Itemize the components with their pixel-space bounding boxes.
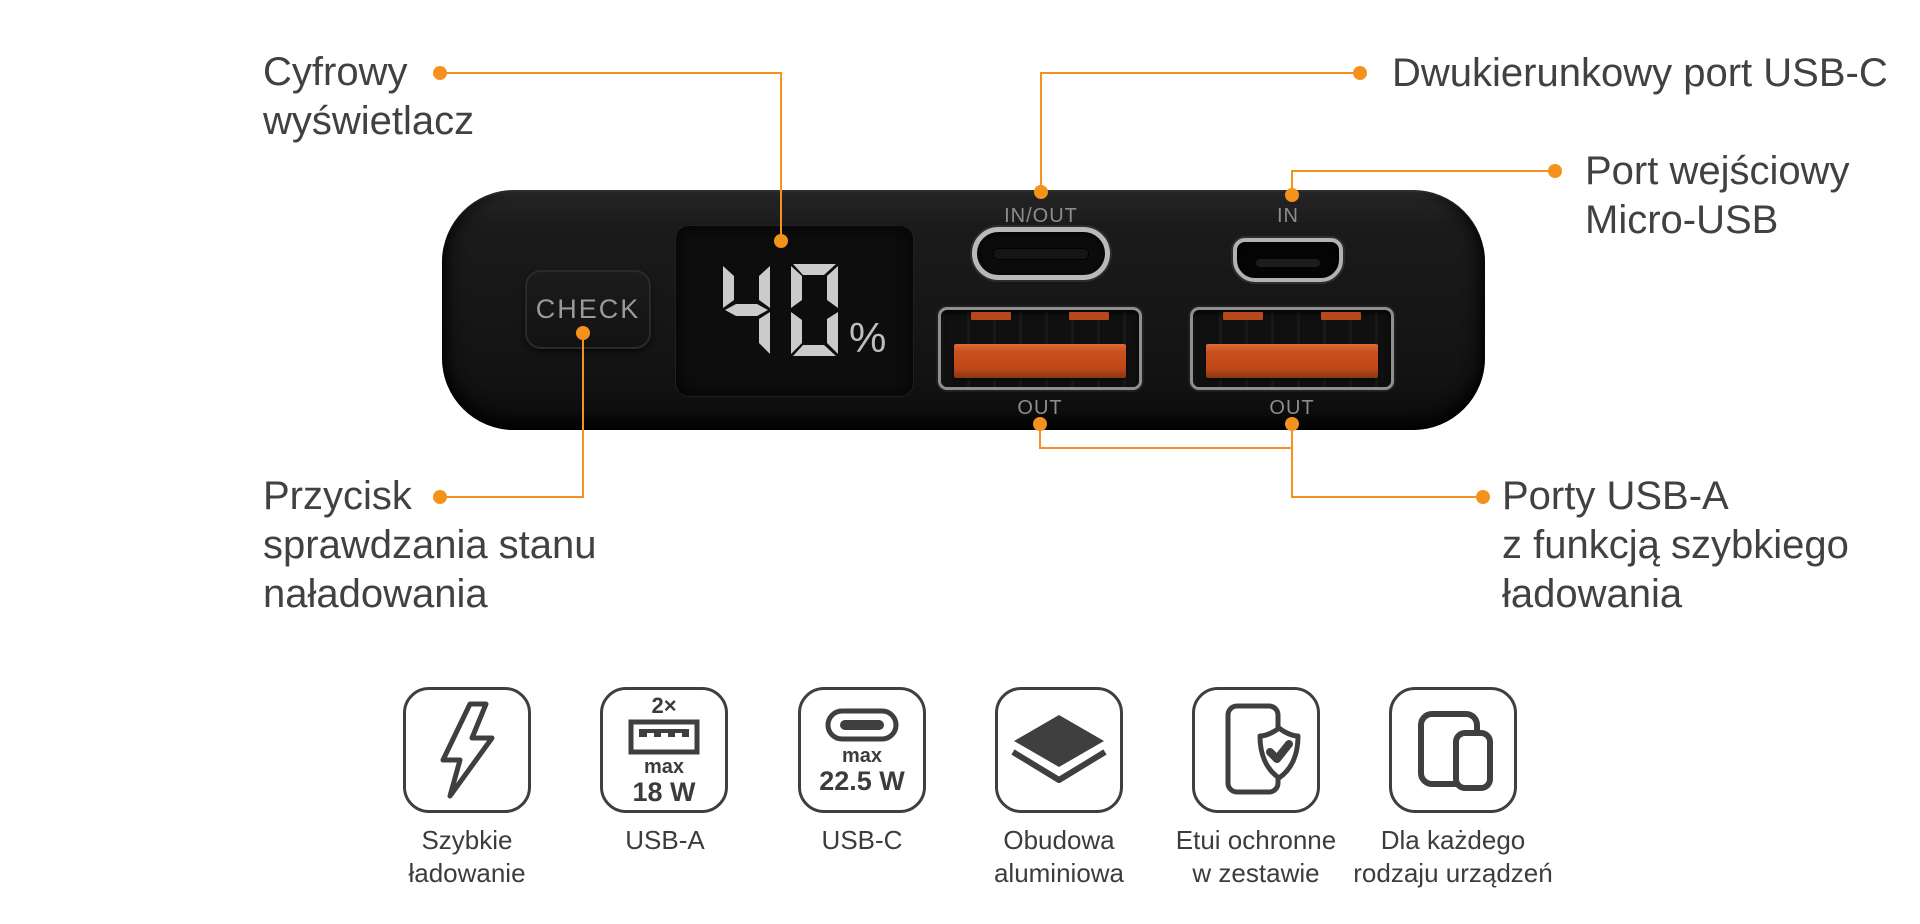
annotation-usb-c-port: Dwukierunkowy port USB-C [1392,49,1888,98]
feature-label-line: Dla każdego [1380,825,1526,855]
powerbank-device: CHECK % IN/OUT IN OUT OUT [442,190,1485,430]
feature-card-fast-charging [403,687,531,813]
usb-c-connector-icon [825,708,899,741]
feature-label: USB-A [555,824,775,857]
leader-dot [1476,490,1490,504]
lightning-icon [440,701,495,799]
annotation-line: z funkcją szybkiego [1502,523,1849,567]
micro-usb-port [1233,238,1343,282]
feature-label-line: ładowanie [408,858,526,888]
annotation-line: Dwukierunkowy port USB-C [1392,51,1888,95]
feature-label: Etui ochronne w zestawie [1146,824,1366,890]
annotation-digital-display: Cyfrowy wyświetlacz [263,48,474,146]
feature-label: Szybkie ładowanie [357,824,577,890]
micro-usb-port-label: IN [1277,205,1299,227]
annotation-usb-a-ports: Porty USB-A z funkcją szybkiego ładowani… [1502,472,1849,619]
usb-a-max-value: 18 W [632,776,696,807]
feature-label-line: rodzaju urządzeń [1353,858,1553,888]
feature-label-line: USB-C [821,825,903,855]
feature-label-line: Etui ochronne [1175,825,1337,855]
phone-shield-icon [1225,703,1301,795]
feature-label-line: w zestawie [1192,858,1320,888]
feature-card-all-devices [1389,687,1517,813]
annotation-line: Porty USB-A [1502,474,1729,518]
usb-a-multiplier: 2× [651,692,677,718]
leader-line [1040,72,1360,192]
annotation-line: Micro-USB [1585,198,1779,242]
feature-card-protective-case [1192,687,1320,813]
annotation-line: naładowania [263,572,488,616]
feature-label-line: Obudowa [1003,825,1115,855]
annotation-line: wyświetlacz [263,99,475,143]
usb-a-notch [971,312,1011,320]
annotation-check-button: Przycisk sprawdzania stanu naładowania [263,472,597,619]
annotation-line: ładowania [1502,572,1683,616]
display-panel: % [675,225,914,397]
usb-a-notch [1321,312,1361,320]
layers-icon [1007,710,1111,783]
usb-a-notch [1223,312,1263,320]
feature-label: Obudowa aluminiowa [949,824,1169,890]
usb-a-port-2 [1190,307,1394,390]
micro-usb-slot [1256,258,1320,267]
percent-sign: % [849,314,887,361]
usb-c-port-label: IN/OUT [1004,205,1078,227]
leader-line [1291,424,1483,498]
feature-label: USB-C [752,824,972,857]
leader-dot [1353,66,1367,80]
annotation-line: Cyfrowy [263,50,408,94]
feature-label-line: USB-A [625,825,705,855]
check-button-label: CHECK [535,294,641,324]
annotation-line: Przycisk [263,474,412,518]
usb-a-port-1-label: OUT [1017,397,1063,419]
feature-card-usb-c: max 22.5 W [798,687,926,813]
usb-a-orange-tab [954,344,1126,378]
usb-a-max-label: max [643,755,685,778]
usb-c-max-value: 22.5 W [819,765,905,796]
annotation-micro-usb-port: Port wejściowy Micro-USB [1585,147,1850,245]
usb-c-max-label: max [841,744,883,767]
usb-c-slot [993,248,1089,261]
annotation-line: Port wejściowy [1585,149,1850,193]
feature-label-line: Szybkie [421,825,513,855]
devices-icon [1418,711,1493,791]
feature-card-aluminium [995,687,1123,813]
feature-card-usb-a: 2× max 18 W [600,687,728,813]
leader-dot [1548,164,1562,178]
usb-a-orange-tab [1206,344,1378,378]
usb-a-notch [1069,312,1109,320]
usb-a-port-1 [938,307,1142,390]
feature-label-line: aluminiowa [993,858,1125,888]
feature-label: Dla każdego rodzaju urządzeń [1343,824,1563,890]
usb-c-port [972,227,1110,280]
seven-segment-display [723,264,838,356]
usb-a-connector-icon [628,719,700,754]
check-button: CHECK [525,270,651,349]
usb-a-port-2-label: OUT [1269,397,1315,419]
annotation-line: sprawdzania stanu [263,523,597,567]
